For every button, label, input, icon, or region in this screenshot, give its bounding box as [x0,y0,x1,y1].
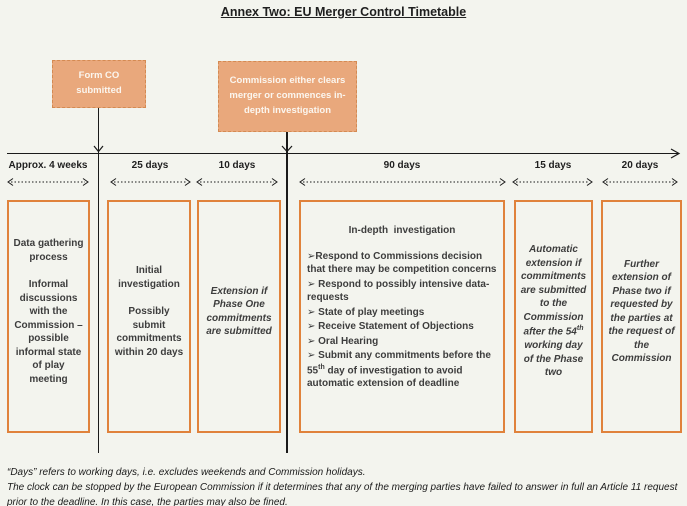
phase-box-further-extension: Further extension of Phase two if reques… [601,200,682,433]
connector-commission-arrowhead [281,145,293,153]
phase-box-initial-investigation: Initial investigation Possibly submit co… [107,200,191,433]
bullet-item: ➢ Receive Statement of Objections [307,321,474,332]
bullet-item: ➢ State of play meetings [307,306,425,318]
segment-label-15-days: 15 days [534,160,572,171]
phase-box-paragraph: Automatic extension if commitments are s… [520,244,587,379]
callout-commission-decision: Commission either clears merger or comme… [218,61,357,132]
phase-box-paragraph: Informal discussions with the Commission… [14,279,83,385]
segment-label-4-weeks: Approx. 4 weeks [8,160,88,171]
segment-label-90-days: 90 days [383,160,421,171]
bullet-item: ➢ Submit any commitments before the 55th… [307,350,491,390]
phase-box-automatic-extension: Automatic extension if commitments are s… [514,200,593,433]
superscript: th [318,363,325,371]
phase-box-paragraph: Possibly submit commitments within 20 da… [114,306,184,358]
phase-box-paragraph: Data gathering process [13,238,84,263]
in-depth-heading: In-depth investigation [348,225,456,236]
page-title: Annex Two: EU Merger Control Timetable [220,5,467,19]
callout-commission-decision-label: Commission either clears merger or comme… [229,75,346,116]
phase-box-paragraph: Extension if Phase One commitments are s… [206,285,272,338]
callout-form-co-label: Form CO submitted [76,70,122,96]
phase-box-in-depth-investigation: In-depth investigation ➢Respond to Commi… [299,200,505,433]
duration-arrow-90-days [299,178,506,186]
duration-arrow-10-days [196,178,278,186]
segment-label-25-days: 25 days [131,160,169,171]
phase-box-phase-one-extension: Extension if Phase One commitments are s… [197,200,281,433]
duration-arrow-15-days [512,178,593,186]
callout-form-co: Form CO submitted [52,60,146,108]
bullet-item: ➢Respond to Commissions decision that th… [307,250,497,276]
timeline-axis-arrowhead [670,148,681,159]
bullet-item: ➢ Respond to possibly intensive data-req… [307,278,490,304]
segment-label-10-days: 10 days [218,160,256,171]
footnote-days-definition: “Days” refers to working days, i.e. excl… [7,467,366,478]
footnotes: “Days” refers to working days, i.e. excl… [7,465,685,506]
phase-box-paragraph: Initial investigation [118,265,180,290]
bullet-item: ➢ Oral Hearing [307,335,379,347]
footnote-clock-stop: The clock can be stopped by the European… [7,482,678,506]
duration-arrow-25-days [110,178,191,186]
duration-arrow-20-days [602,178,678,186]
duration-arrow-4-weeks [7,178,89,186]
phase-box-paragraph: Further extension of Phase two if reques… [608,258,675,365]
in-depth-bullet-list: ➢Respond to Commissions decision that th… [307,250,497,392]
segment-label-20-days: 20 days [621,160,659,171]
superscript: th [576,325,584,333]
phase-box-data-gathering: Data gathering process Informal discussi… [7,200,90,433]
connector-form-co-arrowhead [93,145,104,153]
